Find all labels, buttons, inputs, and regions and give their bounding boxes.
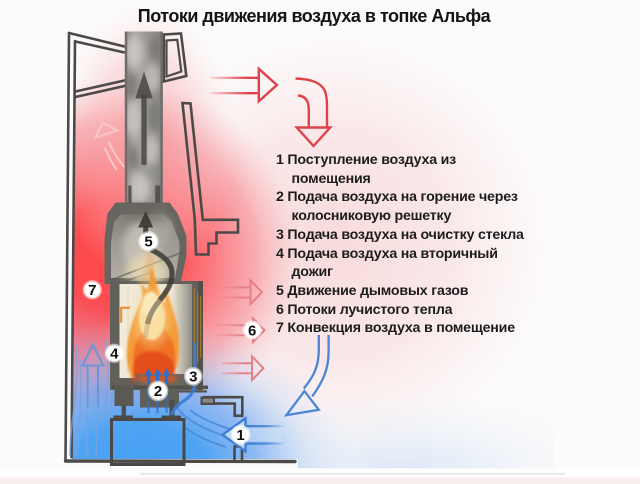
svg-text:3: 3	[189, 369, 197, 386]
svg-text:5: 5	[144, 234, 152, 251]
svg-text:4: 4	[110, 346, 119, 363]
svg-text:7: 7	[88, 282, 96, 299]
svg-text:2: 2	[154, 383, 162, 400]
svg-text:1: 1	[236, 427, 244, 444]
svg-text:6: 6	[248, 322, 256, 339]
